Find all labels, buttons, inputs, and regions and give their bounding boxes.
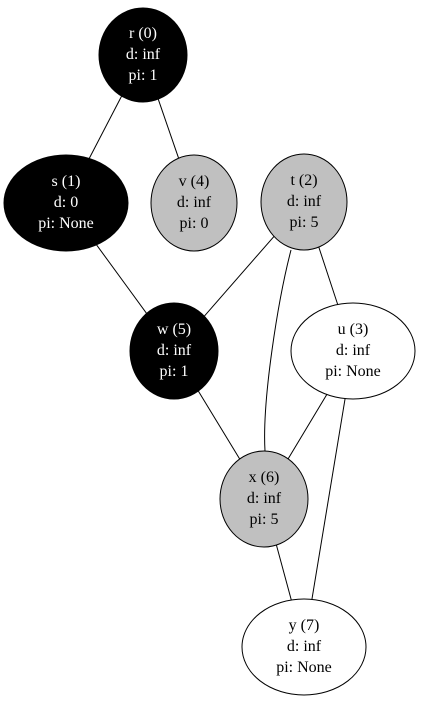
node-s-label: s (1) xyxy=(52,173,81,190)
node-w-ellipse xyxy=(129,302,219,400)
node-v-ellipse xyxy=(150,154,238,252)
node-x: x (6) d: inf pi: 5 xyxy=(219,450,309,548)
edge-w-x xyxy=(197,390,241,460)
node-v-pi: pi: 0 xyxy=(180,215,209,232)
node-t-label: t (2) xyxy=(290,172,317,189)
node-v: v (4) d: inf pi: 0 xyxy=(150,154,238,252)
edges-layer xyxy=(88,95,346,601)
node-y: y (7) d: inf pi: None xyxy=(241,598,367,696)
node-x-ellipse xyxy=(219,450,309,548)
node-r-d: d: inf xyxy=(126,46,161,63)
edge-r-s xyxy=(88,95,123,159)
node-r: r (0) d: inf pi: 1 xyxy=(98,7,188,103)
node-x-pi: pi: 5 xyxy=(250,511,279,528)
node-w-pi: pi: 1 xyxy=(160,363,189,380)
node-v-label: v (4) xyxy=(179,173,210,190)
node-w-d: d: inf xyxy=(157,342,192,359)
edge-t-u xyxy=(318,246,339,305)
node-w-label: w (5) xyxy=(157,321,191,338)
node-s-ellipse xyxy=(3,154,129,252)
edge-r-v xyxy=(157,98,180,159)
node-t-d: d: inf xyxy=(287,193,322,210)
edge-x-y xyxy=(275,544,292,601)
node-u-ellipse xyxy=(290,302,416,400)
node-u-pi: pi: None xyxy=(325,363,381,380)
node-s-d: d: 0 xyxy=(54,194,78,211)
node-t: t (2) d: inf pi: 5 xyxy=(260,153,348,251)
node-r-ellipse xyxy=(98,7,188,103)
node-s: s (1) d: 0 pi: None xyxy=(3,154,129,252)
node-v-d: d: inf xyxy=(177,194,212,211)
node-s-pi: pi: None xyxy=(38,215,94,232)
node-w: w (5) d: inf pi: 1 xyxy=(129,302,219,400)
node-u-d: d: inf xyxy=(336,342,371,359)
node-y-d: d: inf xyxy=(287,638,322,655)
node-t-ellipse xyxy=(260,153,348,251)
node-r-pi: pi: 1 xyxy=(129,67,158,84)
node-r-label: r (0) xyxy=(129,25,157,42)
node-u: u (3) d: inf pi: None xyxy=(290,302,416,400)
nodes-layer: r (0) d: inf pi: 1 s (1) d: 0 pi: None v (4) d:… xyxy=(3,7,416,696)
node-y-ellipse xyxy=(241,598,367,696)
edge-u-x xyxy=(287,394,328,460)
edge-t-w xyxy=(203,236,275,317)
node-y-pi: pi: None xyxy=(276,659,332,676)
edge-u-y xyxy=(311,398,346,600)
edge-t-x xyxy=(264,249,292,452)
node-u-label: u (3) xyxy=(338,321,369,338)
node-t-pi: pi: 5 xyxy=(290,214,319,231)
node-x-label: x (6) xyxy=(249,469,280,486)
node-x-d: d: inf xyxy=(247,490,282,507)
edge-s-w xyxy=(96,244,148,314)
node-y-label: y (7) xyxy=(289,617,320,634)
